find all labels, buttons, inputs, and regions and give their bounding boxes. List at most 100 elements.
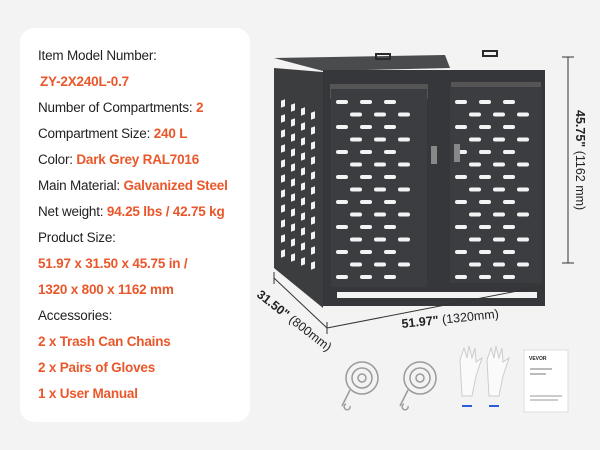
vent-hole xyxy=(311,231,315,240)
vent-slot xyxy=(384,150,396,154)
vent-slot xyxy=(336,225,348,229)
vent-slot xyxy=(336,175,348,179)
width-in: 51.97" xyxy=(401,313,440,331)
vent-hole xyxy=(281,99,285,108)
vent-slot xyxy=(503,125,515,129)
vent-hole xyxy=(301,257,305,266)
vent-hole xyxy=(291,133,295,142)
vent-hole xyxy=(291,163,295,172)
model-label: Item Model Number: xyxy=(38,48,157,63)
width-mm: (1320mm) xyxy=(441,307,499,327)
vent-slot xyxy=(374,212,386,217)
vent-hole xyxy=(291,238,295,247)
accessories-label: Accessories: xyxy=(38,308,113,323)
vent-slot xyxy=(398,137,410,142)
size-row: Compartment Size: 240 L xyxy=(38,126,187,141)
vent-hole xyxy=(311,126,315,135)
vent-hole xyxy=(281,174,285,183)
vent-slot xyxy=(336,150,348,154)
side-panel xyxy=(274,68,323,308)
vent-slot xyxy=(384,250,396,254)
vent-hole xyxy=(291,253,295,262)
gloves-accessory xyxy=(459,345,510,407)
accessory-item: 1 x User Manual xyxy=(38,386,138,401)
vent-hole xyxy=(291,103,295,112)
weight-label: Net weight: xyxy=(38,204,104,219)
height-dimension: 45.75" (1162 mm) xyxy=(562,56,587,264)
width-dimension: 51.97" (1320mm) xyxy=(326,280,544,334)
vent-hole xyxy=(291,208,295,217)
vent-hole xyxy=(311,201,315,210)
vent-slot xyxy=(455,275,467,279)
vent-slot xyxy=(336,100,348,104)
vent-slot xyxy=(479,275,491,279)
product-size-label: Product Size: xyxy=(38,230,116,245)
vent-slot xyxy=(503,250,515,254)
vent-slot xyxy=(503,150,515,154)
vent-slot xyxy=(493,112,505,117)
vent-slot xyxy=(479,100,491,104)
color-label: Color: xyxy=(38,152,73,167)
vent-hole xyxy=(311,216,315,225)
height-mm: (1162 mm) xyxy=(573,151,587,211)
vent-slot xyxy=(336,200,348,204)
vent-slot xyxy=(360,225,372,229)
vent-hole xyxy=(311,156,315,165)
vent-hole xyxy=(301,197,305,206)
vent-slot xyxy=(398,237,410,242)
vent-slot xyxy=(336,275,348,279)
color-value: Dark Grey RAL7016 xyxy=(76,152,200,167)
vent-slot xyxy=(374,112,386,117)
vent-slot xyxy=(517,137,529,142)
manual-brand: VEVOR xyxy=(529,356,547,362)
vent-slot xyxy=(350,162,362,167)
vent-slot xyxy=(503,200,515,204)
vent-slot xyxy=(360,200,372,204)
vent-slot xyxy=(336,125,348,129)
vent-slot xyxy=(517,162,529,167)
vent-slot xyxy=(469,162,481,167)
vent-hole xyxy=(301,182,305,191)
vent-slot xyxy=(360,125,372,129)
vent-slot xyxy=(469,212,481,217)
vent-slot xyxy=(350,262,362,267)
height-in: 45.75" xyxy=(573,110,587,147)
vent-slot xyxy=(503,100,515,104)
vent-slot xyxy=(360,250,372,254)
vent-slot xyxy=(360,150,372,154)
vent-hole xyxy=(311,186,315,195)
vent-slot xyxy=(374,187,386,192)
vent-slot xyxy=(469,187,481,192)
vent-hole xyxy=(301,122,305,131)
vent-slot xyxy=(455,200,467,204)
vent-slot xyxy=(384,125,396,129)
vent-slot xyxy=(517,112,529,117)
vent-hole xyxy=(281,189,285,198)
vent-slot xyxy=(479,250,491,254)
vent-slot xyxy=(503,225,515,229)
weight-value: 94.25 lbs / 42.75 kg xyxy=(106,204,225,219)
vent-slot xyxy=(360,100,372,104)
vent-slot xyxy=(398,212,410,217)
vent-hole xyxy=(281,159,285,168)
vent-slot xyxy=(503,275,515,279)
vent-slot xyxy=(517,212,529,217)
vent-hole xyxy=(311,261,315,270)
vent-slot xyxy=(469,237,481,242)
vent-slot xyxy=(469,262,481,267)
vent-slot xyxy=(493,162,505,167)
vent-slot xyxy=(384,200,396,204)
vent-slot xyxy=(384,275,396,279)
svg-text:45.75" (1162 mm): 45.75" (1162 mm) xyxy=(573,110,587,210)
lid-handle xyxy=(482,50,498,57)
vent-slot xyxy=(350,137,362,142)
chain-accessory xyxy=(341,361,379,411)
vent-slot xyxy=(455,125,467,129)
vent-hole xyxy=(301,227,305,236)
vent-slot xyxy=(384,175,396,179)
door-latch xyxy=(431,146,437,164)
vent-hole xyxy=(311,111,315,120)
vent-hole xyxy=(311,171,315,180)
vent-hole xyxy=(301,167,305,176)
vent-hole xyxy=(311,141,315,150)
